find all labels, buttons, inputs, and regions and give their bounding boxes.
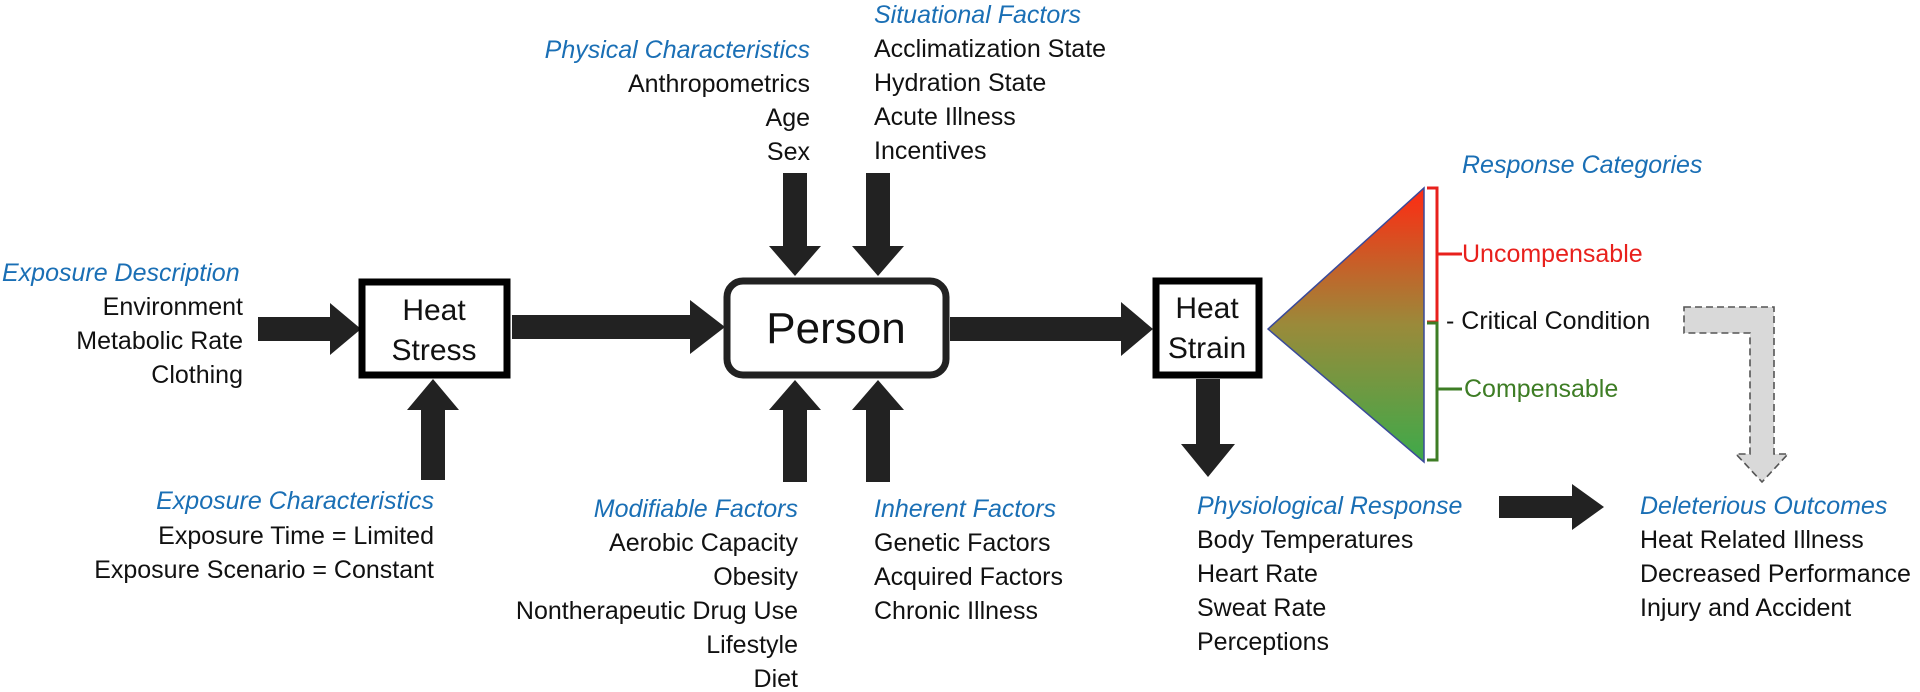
deleterious-outcomes-heading: Deleterious Outcomes — [1640, 492, 1887, 520]
person-box: Person — [723, 277, 950, 379]
uncompensable-bracket — [1427, 186, 1462, 324]
exposure-characteristics: Exposure Characteristics Exposure Time =… — [94, 487, 434, 584]
situational-factors-heading: Situational Factors — [874, 1, 1081, 29]
compensable-bracket — [1427, 321, 1462, 462]
situational-factors-item: Incentives — [874, 137, 987, 165]
physiological-response-heading: Physiological Response — [1197, 492, 1462, 520]
modifiable-factors-item: Obesity — [713, 563, 798, 591]
response-triangle — [1266, 186, 1425, 464]
arrow-heat-strain-down — [1181, 379, 1235, 477]
inherent-factors-item: Genetic Factors — [874, 529, 1050, 557]
arrow-modifiable-factors-up — [769, 380, 821, 482]
physical-characteristics-heading: Physical Characteristics — [545, 36, 810, 64]
situational-factors-item: Acclimatization State — [874, 35, 1106, 63]
response-categories: Response Categories Uncompensable - Crit… — [1446, 151, 1702, 403]
arrow-person-to-heat-strain — [950, 302, 1153, 356]
inherent-factors-item: Acquired Factors — [874, 563, 1063, 591]
physiological-response-item: Sweat Rate — [1197, 594, 1326, 622]
physical-characteristics-item: Anthropometrics — [628, 70, 810, 98]
modifiable-factors-item: Diet — [754, 665, 799, 692]
arrow-critical-to-outcomes — [1683, 306, 1790, 484]
modifiable-factors-item: Nontherapeutic Drug Use — [516, 597, 798, 625]
heat-stress-label: Heat — [402, 294, 466, 327]
exposure-description-item: Environment — [103, 293, 243, 321]
physiological-response: Physiological Response Body Temperatures… — [1197, 492, 1462, 656]
physiological-response-item: Heart Rate — [1197, 560, 1318, 588]
inherent-factors: Inherent Factors Genetic Factors Acquire… — [874, 495, 1063, 625]
arrow-inherent-factors-up — [852, 380, 904, 482]
deleterious-outcomes-item: Heat Related Illness — [1640, 526, 1864, 554]
modifiable-factors: Modifiable Factors Aerobic Capacity Obes… — [516, 495, 799, 692]
inherent-factors-heading: Inherent Factors — [874, 495, 1056, 523]
uncompensable-label: Uncompensable — [1462, 240, 1643, 268]
exposure-description-heading: Exposure Description — [2, 259, 240, 287]
modifiable-factors-heading: Modifiable Factors — [594, 495, 798, 523]
response-categories-heading: Response Categories — [1462, 151, 1702, 179]
physical-characteristics-item: Sex — [767, 138, 811, 166]
physiological-response-item: Perceptions — [1197, 628, 1329, 656]
heat-strain-box: Heat Strain — [1152, 277, 1263, 379]
situational-factors: Situational Factors Acclimatization Stat… — [874, 1, 1106, 165]
arrow-heat-stress-to-person — [512, 300, 725, 354]
modifiable-factors-item: Aerobic Capacity — [609, 529, 798, 557]
arrow-situational-factors-down — [852, 173, 904, 276]
physical-characteristics-item: Age — [766, 104, 810, 132]
physiological-response-item: Body Temperatures — [1197, 526, 1413, 554]
deleterious-outcomes: Deleterious Outcomes Heat Related Illnes… — [1640, 492, 1911, 622]
arrow-exposure-to-heat-stress — [258, 303, 361, 355]
situational-factors-item: Hydration State — [874, 69, 1046, 97]
exposure-description-item: Metabolic Rate — [76, 327, 243, 355]
person-label: Person — [766, 304, 905, 353]
heat-strain-label: Strain — [1168, 332, 1246, 365]
exposure-characteristics-item: Exposure Scenario = Constant — [94, 556, 434, 584]
exposure-characteristics-item: Exposure Time = Limited — [158, 522, 434, 550]
critical-condition-label: - Critical Condition — [1446, 307, 1650, 335]
arrow-physiological-to-outcomes — [1499, 484, 1604, 530]
inherent-factors-item: Chronic Illness — [874, 597, 1038, 625]
compensable-label: Compensable — [1464, 375, 1618, 403]
situational-factors-item: Acute Illness — [874, 103, 1016, 131]
deleterious-outcomes-item: Decreased Performance — [1640, 560, 1911, 588]
exposure-description-item: Clothing — [151, 361, 243, 389]
physical-characteristics: Physical Characteristics Anthropometrics… — [545, 36, 811, 166]
arrow-exposure-characteristics-up — [407, 379, 459, 480]
heat-strain-label: Heat — [1175, 292, 1239, 325]
modifiable-factors-item: Lifestyle — [706, 631, 798, 659]
heat-stress-box: Heat Stress — [358, 278, 511, 379]
arrow-physical-characteristics-down — [769, 173, 821, 276]
exposure-characteristics-heading: Exposure Characteristics — [156, 487, 434, 515]
exposure-description: Exposure Description Environment Metabol… — [2, 259, 243, 389]
deleterious-outcomes-item: Injury and Accident — [1640, 594, 1851, 622]
heat-stress-label: Stress — [391, 334, 476, 367]
